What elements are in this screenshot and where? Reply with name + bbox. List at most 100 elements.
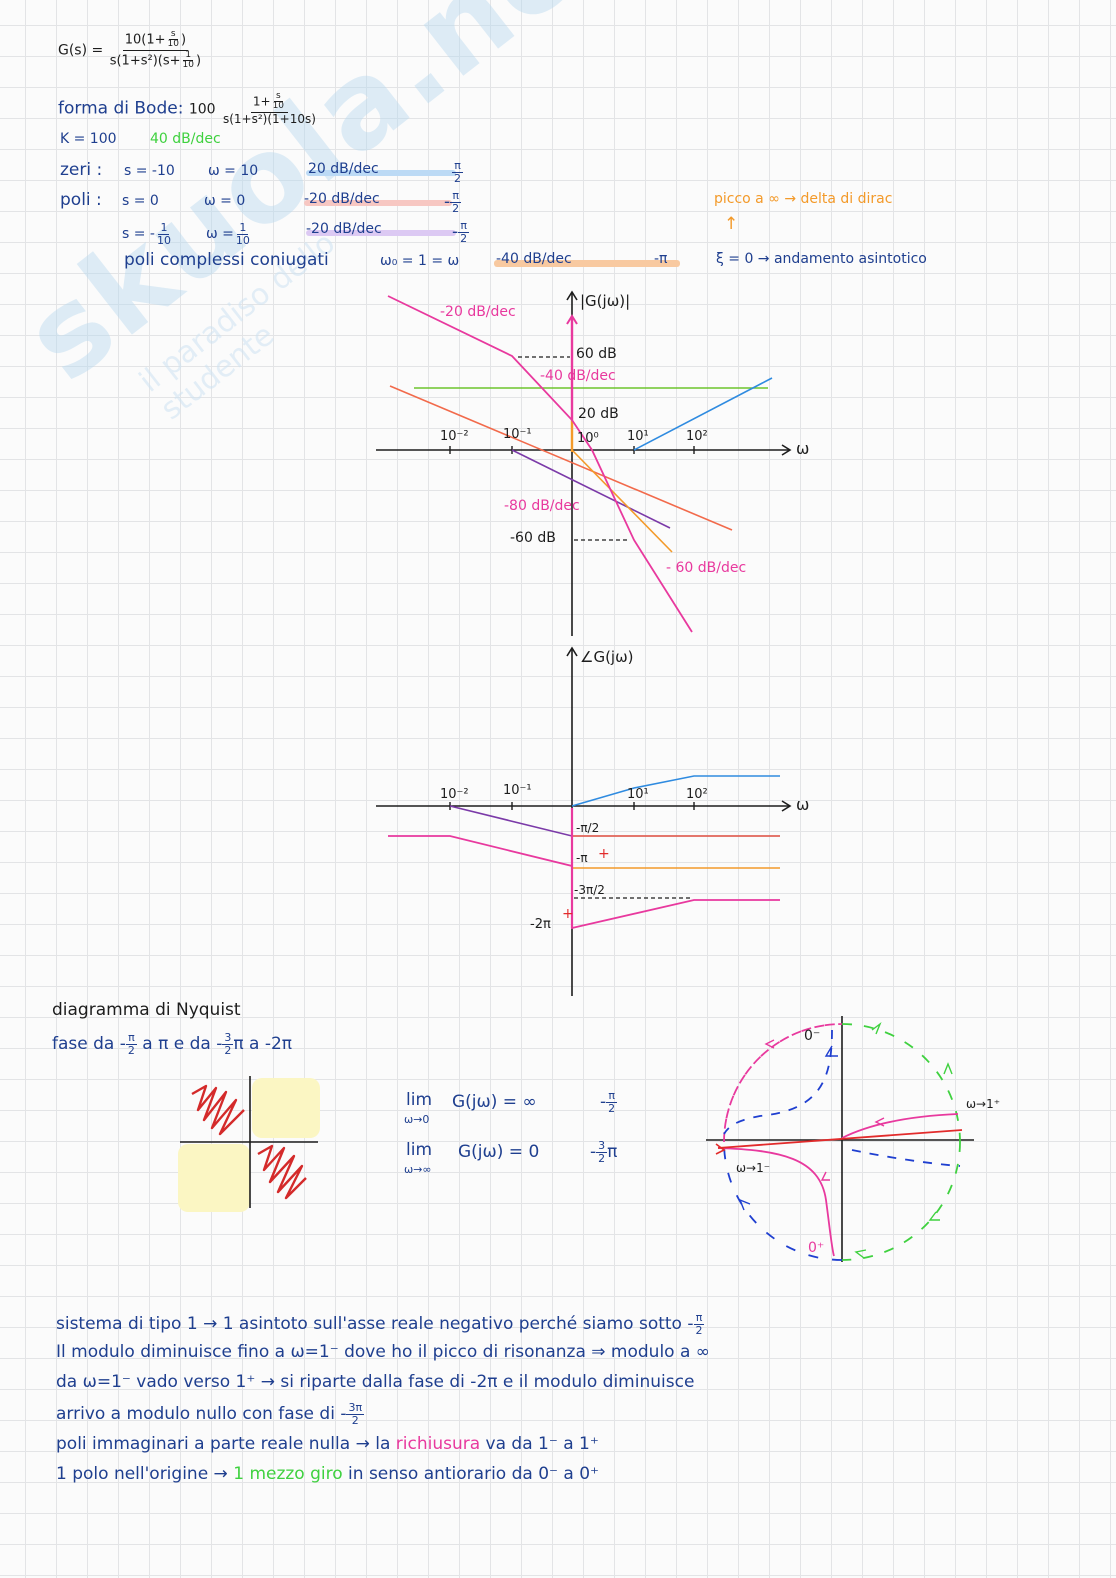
note-3: da ω=1⁻ vado verso 1⁺ → si riparte dalla… [56, 1372, 695, 1392]
nyq-arrow-9 [820, 1171, 830, 1181]
nyquist-red-line [717, 1129, 963, 1149]
mag-tick-label-3: 10¹ [627, 429, 649, 444]
magnitude-curves [387, 295, 773, 633]
nyquist-red-arrow [715, 1143, 726, 1155]
nyq-arrow-4 [928, 1211, 940, 1221]
phase-ann-1: -π [576, 851, 588, 865]
phase-y-arrow [566, 646, 578, 657]
xi-note: ξ = 0 → andamento asintotico [716, 251, 927, 267]
phase-tick-label-2: 10¹ [627, 787, 649, 802]
nyquist-blue-branch-bottom [851, 1149, 961, 1167]
phase-tick-label-3: 10² [686, 787, 708, 802]
zeri-s: s = -10 [124, 163, 175, 179]
phase-x-label: ω [796, 795, 809, 814]
mag-ann-0: -20 dB/dec [440, 304, 516, 320]
mag-y-label: |G(jω)| [580, 292, 630, 310]
mag-tick-label-2: 10⁰ [577, 431, 599, 446]
mag-total-line [387, 295, 693, 633]
mag-pink-arrow [566, 314, 578, 325]
picco-arrow: ↑ [724, 214, 739, 234]
nyq-arrow-1 [824, 1045, 838, 1057]
phase-tick-label-1: 10⁻¹ [503, 783, 532, 798]
nyq-arrow-8 [874, 1117, 885, 1127]
note-1: sistema di tipo 1 → 1 asintoto sull'asse… [56, 1311, 705, 1337]
nyquist-blue-arc-bottom [723, 1141, 843, 1261]
mag-tick-label-0: 10⁻² [440, 429, 469, 444]
phase-zero-line [571, 775, 780, 807]
gain-k: K = 100 [60, 131, 117, 147]
limit-1: lim [406, 1090, 433, 1110]
limit-2-expr: G(jω) = 0 [458, 1142, 540, 1162]
zeri-label: zeri : [60, 160, 103, 180]
mag-ann-1: 60 dB [576, 346, 617, 362]
phase-ann-5: + [562, 906, 574, 922]
nyquist-pink-arc-top [723, 1023, 843, 1143]
nyquist-title: diagramma di Nyquist [52, 1000, 241, 1020]
complex-label: poli complessi coniugati [124, 250, 329, 270]
note-5: poli immaginari a parte reale nulla → la… [56, 1434, 599, 1454]
phase-ann-0: -π/2 [576, 821, 599, 835]
mag-x-label: ω [796, 439, 809, 458]
complex-slope: -40 dB/dec [496, 251, 572, 267]
poli-0-slope: -20 dB/dec [304, 191, 380, 207]
nyq-arrow-3 [943, 1062, 953, 1075]
limit-2-sub: ω→∞ [404, 1163, 432, 1176]
zeri-highlight [306, 170, 456, 176]
magnitude-x-arrow [781, 444, 792, 456]
picco-note: picco a ∞ → delta di dirac [714, 191, 893, 207]
complex-highlight [494, 260, 680, 267]
phase-tick-label-0: 10⁻² [440, 787, 469, 802]
magnitude-y-arrow [566, 290, 578, 301]
poli-1-slope: -20 dB/dec [306, 221, 382, 237]
mag-pole-origin-line [389, 385, 733, 531]
mag-ann-6: - 60 dB/dec [666, 560, 746, 576]
mag-ann-5: -60 dB [510, 530, 556, 546]
limit-2: lim [406, 1140, 433, 1160]
zeri-w: ω = 10 [208, 163, 259, 179]
nyquist-label-w1minus: ω→1⁻ [736, 1161, 770, 1175]
poli-0-w: ω = 0 [204, 193, 246, 209]
limit-1-expr: G(jω) = ∞ [452, 1092, 537, 1112]
mag-ann-3: 20 dB [578, 406, 619, 422]
phase-ann-2: + [598, 846, 610, 862]
nyq-arrow-2 [871, 1021, 882, 1035]
note-2: Il modulo diminuisce fino a ω=1⁻ dove ho… [56, 1342, 710, 1362]
zeri-slope: 20 dB/dec [308, 161, 379, 177]
poli-0-highlight [304, 200, 452, 206]
phase-curves [388, 775, 780, 930]
mag-tick-label-1: 10⁻¹ [503, 427, 532, 442]
nyq-arrow-7 [764, 1039, 775, 1049]
poli-0-s: s = 0 [122, 193, 159, 209]
gain-slope: 40 dB/dec [150, 131, 221, 147]
phase-ann-3: -3π/2 [574, 883, 605, 897]
mag-pole-tenth-line [511, 449, 671, 529]
nyquist-label-0plus: 0⁺ [808, 1240, 824, 1256]
nyquist-blue-branch-top [723, 1029, 833, 1135]
complex-phase: -π [654, 251, 668, 267]
poli-label: poli : [60, 190, 102, 210]
mag-ann-4: -80 dB/dec [504, 498, 580, 514]
quadrant-highlight-2 [178, 1144, 250, 1212]
nyquist-pink-branch-bottom [717, 1147, 835, 1257]
poli-1-highlight [306, 230, 456, 236]
nyquist-green-arc-top [841, 1023, 961, 1143]
nyquist-label-0minus: 0⁻ [804, 1028, 820, 1044]
nyquist-green-arc-bottom [841, 1141, 961, 1261]
mag-ann-2: -40 dB/dec [540, 368, 616, 384]
nyq-arrow-5 [854, 1249, 867, 1259]
mag-tick-label-4: 10² [686, 429, 708, 444]
